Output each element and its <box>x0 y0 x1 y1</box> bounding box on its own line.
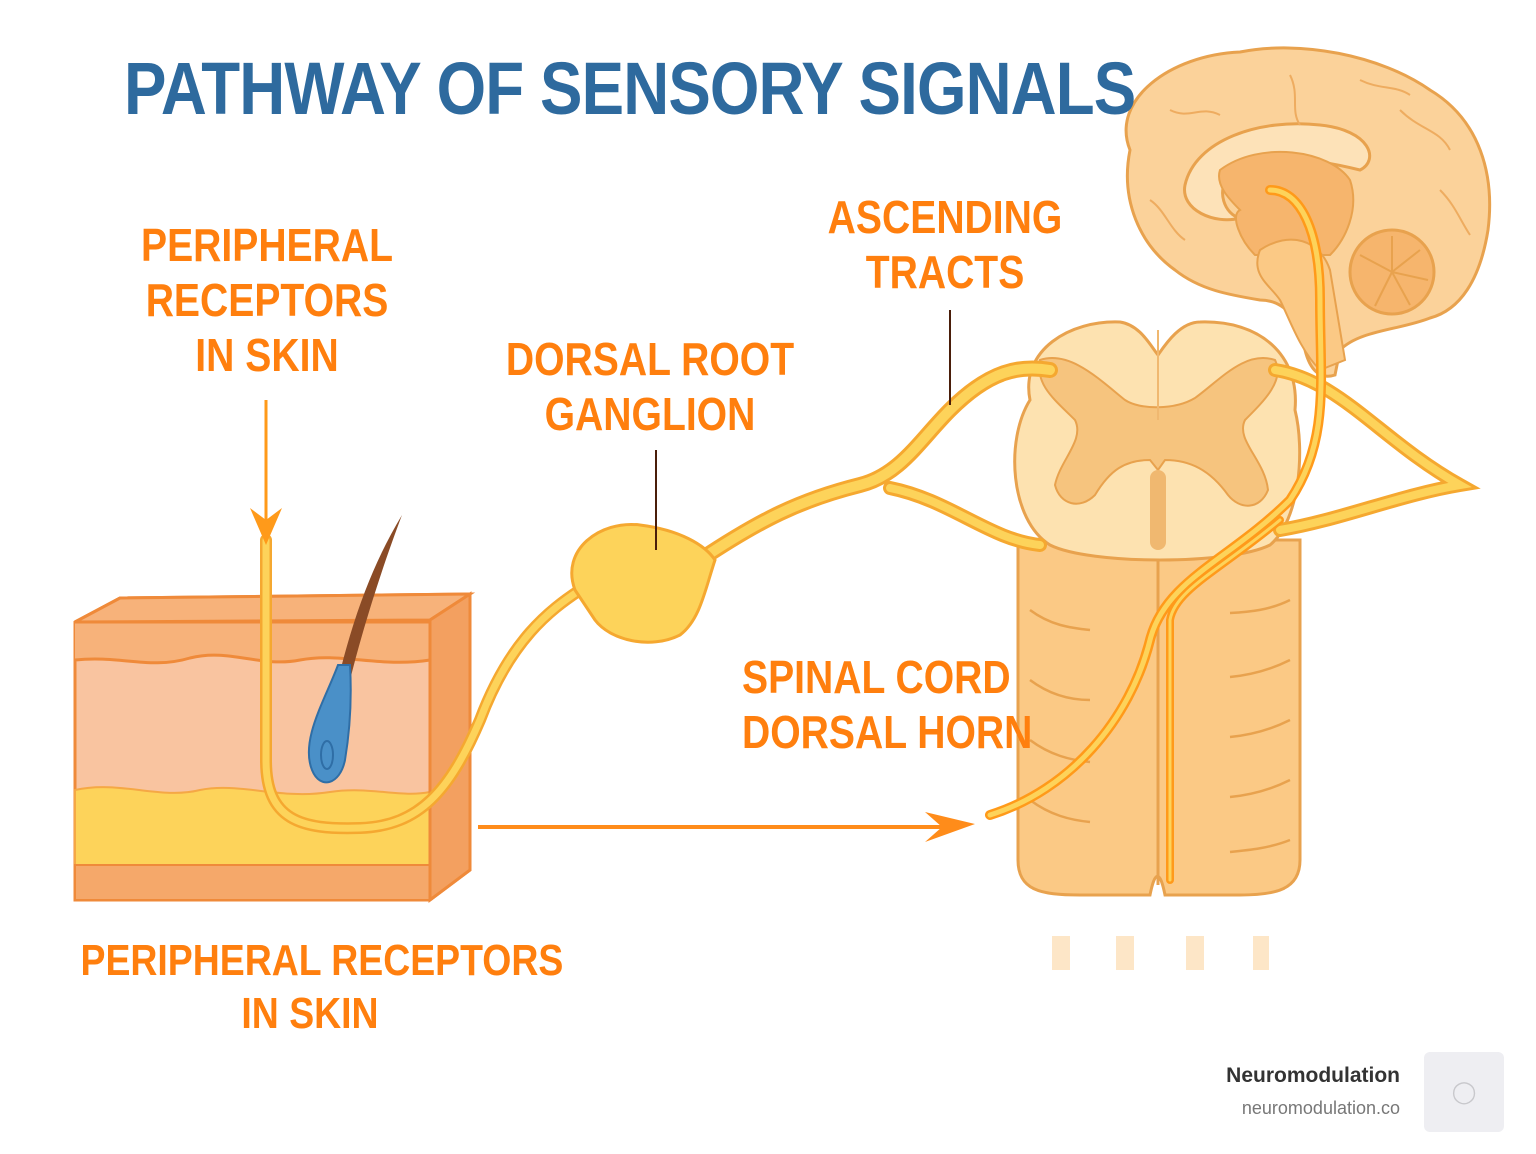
label-line: ASCENDING <box>827 191 1063 243</box>
label-line: IN SKIN <box>195 329 339 382</box>
label-line: PERIPHERAL <box>140 219 393 271</box>
label-line: PERIPHERAL RECEPTORS <box>80 936 564 985</box>
label-ascending-tracts: ASCENDING TRACTS <box>822 190 1069 300</box>
label-line: IN SKIN <box>241 988 379 1038</box>
faded-roots <box>1052 936 1269 970</box>
label-peripheral-receptors-bottom: PERIPHERAL RECEPTORS IN SKIN <box>80 935 564 1041</box>
label-line: RECEPTORS <box>145 274 389 327</box>
bear-logo-icon[interactable]: ◯ <box>1424 1052 1504 1132</box>
brand-block[interactable]: Neuromodulation neuromodulation.co <box>1226 1064 1400 1119</box>
label-spinal-cord-dorsal-horn: SPINAL CORD DORSAL HORN <box>742 650 1033 760</box>
brand-url[interactable]: neuromodulation.co <box>1241 1098 1400 1118</box>
label-line: SPINAL CORD <box>742 651 1011 703</box>
brand-name: Neuromodulation <box>1226 1064 1400 1087</box>
hair-follicle <box>307 515 402 784</box>
spinal-cord <box>1013 320 1302 897</box>
label-dorsal-root-ganglion: DORSAL ROOT GANGLION <box>506 332 795 442</box>
skin-block <box>73 591 476 903</box>
label-line: DORSAL HORN <box>742 706 1033 759</box>
down-arrow <box>250 400 282 545</box>
dorsal-root-ganglion <box>570 522 717 644</box>
diagram-title: PATHWAY OF SENSORY SIGNALS <box>124 47 1136 130</box>
label-peripheral-receptors-top: PERIPHERAL RECEPTORS IN SKIN <box>135 218 399 384</box>
right-arrow <box>478 812 975 842</box>
sensory-nerve <box>260 185 1481 884</box>
label-line: DORSAL ROOT <box>505 333 795 385</box>
label-line: GANGLION <box>544 388 756 441</box>
label-line: TRACTS <box>865 246 1025 299</box>
